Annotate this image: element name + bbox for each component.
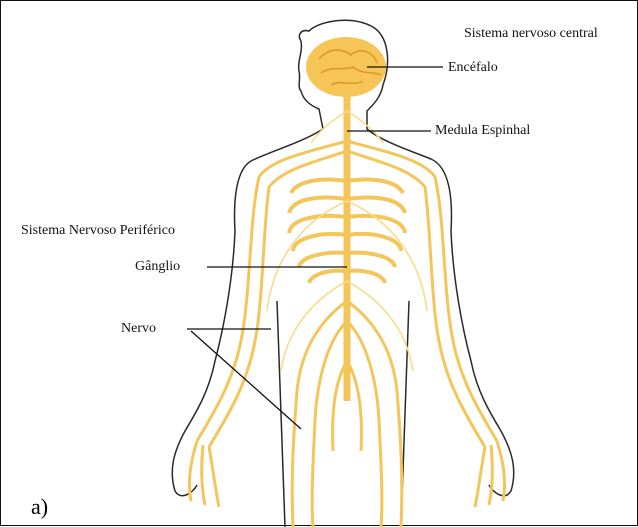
brain-label: Encéfalo: [448, 60, 498, 76]
central-system-label: Sistema nervoso central: [464, 26, 598, 42]
spinal-cord-label: Medula Espinhal: [435, 123, 530, 139]
nerve-leader-line-leg: [191, 331, 301, 429]
ganglion-label: Gânglio: [135, 259, 180, 275]
panel-label: a): [31, 495, 48, 519]
peripheral-system-label: Sistema Nervoso Periférico: [21, 223, 175, 239]
nerve-label: Nervo: [121, 321, 156, 337]
